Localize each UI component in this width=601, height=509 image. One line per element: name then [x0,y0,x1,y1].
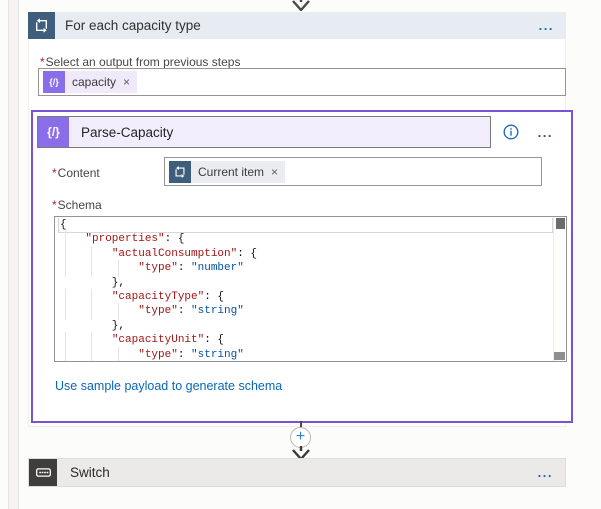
switch-icon [29,459,57,486]
apply-to-each-icon [169,160,191,183]
parse-capacity-card: {/} Parse-Capacity ... *Content [31,110,573,423]
editor-vertical-scrollbar[interactable] [553,217,566,361]
left-panel-divider [8,0,19,509]
for-each-header[interactable]: For each capacity type ... [28,12,566,39]
for-each-menu-icon[interactable]: ... [538,18,554,33]
parse-json-icon: {/} [38,117,69,147]
content-input[interactable]: Current item × [164,157,542,186]
current-item-token[interactable]: Current item × [169,160,286,183]
parse-capacity-menu-icon[interactable]: ... [537,124,553,140]
connector-arrow-top [292,0,310,11]
current-item-token-label: Current item [198,164,265,179]
remove-token-icon[interactable]: × [271,164,279,179]
switch-card[interactable]: Switch ... [28,458,566,487]
schema-code[interactable]: { "properties": { "actualConsumption": {… [55,218,553,361]
scrollbar-thumb[interactable] [556,218,565,229]
info-icon[interactable] [503,124,519,140]
capacity-token-label: capacity [72,75,117,89]
insert-step-button[interactable]: + [290,427,311,448]
parse-capacity-title: Parse-Capacity [69,117,490,147]
apply-to-each-icon [28,12,55,39]
parse-capacity-header: {/} Parse-Capacity ... [37,116,565,148]
use-sample-payload-link[interactable]: Use sample payload to generate schema [55,379,283,393]
required-asterisk: * [52,166,57,180]
required-asterisk: * [52,198,57,212]
required-asterisk: * [40,55,45,69]
schema-label: *Schema [52,198,102,212]
capacity-token[interactable]: {/} capacity × [43,71,138,93]
parse-capacity-title-bar[interactable]: {/} Parse-Capacity [37,116,491,148]
select-output-label: *Select an output from previous steps [40,55,241,69]
switch-title: Switch [70,465,110,480]
select-output-input[interactable]: {/} capacity × [38,68,566,96]
for-each-title: For each capacity type [65,18,201,33]
connector-line [300,421,302,428]
dynamic-content-icon: {/} [43,71,65,93]
content-label: *Content [52,166,100,180]
editor-horizontal-scrollbar-thumb[interactable] [554,352,565,360]
schema-editor[interactable]: { "properties": { "actualConsumption": {… [54,216,567,362]
remove-token-icon[interactable]: × [123,75,131,89]
switch-menu-icon[interactable]: ... [537,465,553,480]
